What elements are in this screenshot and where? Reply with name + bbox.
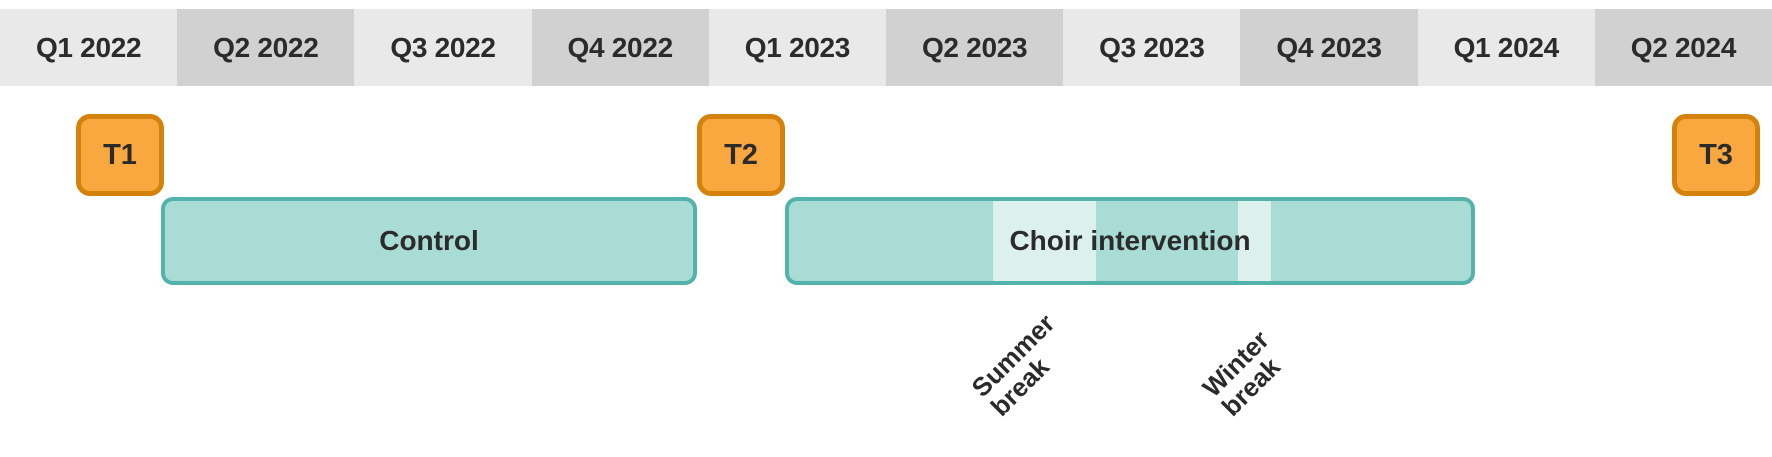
quarter-cell-q1-2024: Q1 2024 (1417, 9, 1595, 86)
quarter-cell-q2-2023: Q2 2023 (886, 9, 1064, 86)
quarter-cell-q4-2022: Q4 2022 (531, 9, 709, 86)
phase-label: Choir intervention (1009, 225, 1251, 256)
quarter-label: Q4 2022 (567, 31, 674, 63)
quarter-label: Q3 2022 (390, 31, 496, 63)
quarter-label: Q3 2023 (1099, 31, 1205, 63)
timepoint-label: T1 (103, 138, 137, 171)
quarter-label: Q2 2022 (213, 31, 319, 63)
phase-bar-control: Control (161, 197, 697, 285)
break-band-summer (993, 201, 1096, 281)
quarter-label: Q4 2023 (1276, 31, 1382, 63)
quarter-cell-q4-2023: Q4 2023 (1240, 9, 1418, 86)
quarter-cell-q3-2023: Q3 2023 (1063, 9, 1241, 86)
quarter-cell-q1-2022: Q1 2022 (0, 9, 178, 86)
quarter-cell-q3-2022: Q3 2022 (354, 9, 532, 86)
break-caption-winter: Winter break (1197, 325, 1293, 422)
quarter-label: Q2 2023 (921, 31, 1028, 63)
quarter-label: Q1 2024 (1453, 31, 1560, 63)
quarter-label: Q2 2024 (1630, 31, 1737, 63)
phase-bar-choir-intervention: Choir intervention (785, 197, 1475, 285)
quarter-cell-q2-2024: Q2 2024 (1594, 9, 1772, 86)
quarter-axis: Q1 2022 Q2 2022 Q3 2022 Q4 2022 Q1 2023 … (0, 9, 1772, 86)
timepoint-label: T3 (1699, 138, 1733, 171)
timepoint-badge-t3: T3 (1672, 114, 1760, 196)
quarter-cell-q1-2023: Q1 2023 (708, 9, 887, 86)
quarter-label: Q1 2022 (35, 31, 142, 63)
break-band-winter (1238, 201, 1271, 281)
quarter-cell-q2-2022: Q2 2022 (177, 9, 355, 86)
timepoint-badge-t2: T2 (697, 114, 785, 196)
timepoint-badge-t1: T1 (76, 114, 164, 196)
quarter-label: Q1 2023 (744, 31, 851, 63)
timepoint-label: T2 (724, 138, 758, 171)
phase-label: Control (379, 225, 479, 256)
break-caption-summer: Summer break (966, 308, 1079, 422)
